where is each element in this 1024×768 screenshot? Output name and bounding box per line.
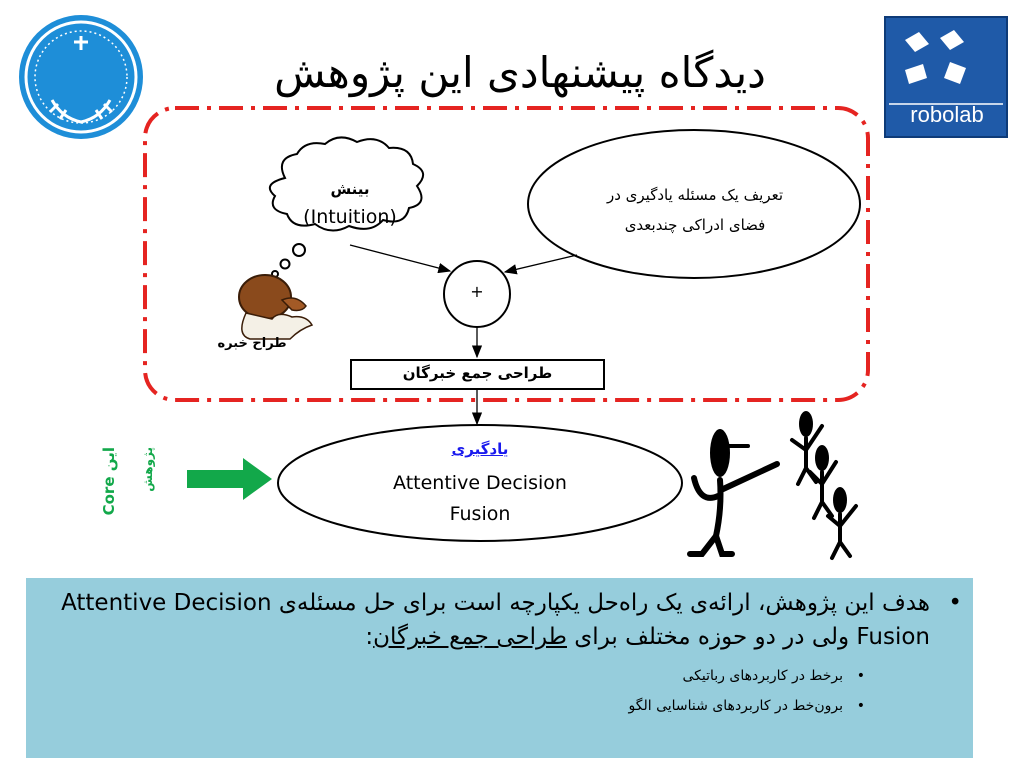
core-sub-label: پژوهش <box>141 447 155 492</box>
core-label: Core این <box>100 447 118 515</box>
sub-bullet-online: • برخط در کاربردهای رباتیکی <box>300 668 865 684</box>
sub-bullet-text: برخط در کاربردهای رباتیکی <box>300 668 843 684</box>
sub-bullet-offline: • برون‌خط در کاربردهای شناسایی الگو <box>300 698 865 714</box>
main-bullet-underlined: طراحی جمع خبرگان <box>373 624 567 650</box>
intuition-label-en: (Intuition) <box>278 206 422 228</box>
main-bullet-end: : <box>365 624 373 650</box>
slide-title: دیدگاه پیشنهادی این پژوهش <box>210 48 830 97</box>
arrow-problem-to-plus <box>505 255 577 272</box>
problem-line2: فضای ادراکی چندبعدی <box>560 210 830 240</box>
robolab-label: robolab <box>887 102 1007 128</box>
expert-caption: طراح خبره <box>212 336 292 351</box>
stick-figures <box>690 411 856 558</box>
bullet-dot: • <box>857 698 865 714</box>
problem-text: تعریف یک مسئله یادگیری در فضای ادراکی چن… <box>560 180 830 240</box>
problem-line1: تعریف یک مسئله یادگیری در <box>560 180 830 210</box>
bullet-dot: • <box>857 668 865 684</box>
main-bullet-text: هدف این پژوهش، ارائه‌ی یک راه‌حل یکپارچه… <box>40 586 930 654</box>
university-logo <box>19 15 143 139</box>
sub-bullet-text: برون‌خط در کاربردهای شناسایی الگو <box>300 698 843 714</box>
intuition-label-fa: بینش <box>290 180 410 198</box>
plus-symbol: + <box>452 282 502 301</box>
bullet-dot: • <box>948 586 962 620</box>
learning-line2: Attentive Decision <box>360 472 600 494</box>
core-arrow <box>187 458 272 500</box>
learning-link[interactable]: یادگیری <box>400 440 560 458</box>
design-box-label: طراحی جمع خبرگان <box>350 364 605 382</box>
expert-figure <box>239 275 312 339</box>
learning-line3: Fusion <box>360 503 600 525</box>
arrow-cloud-to-plus <box>350 245 450 271</box>
main-bullet: • هدف این پژوهش، ارائه‌ی یک راه‌حل یکپار… <box>40 586 962 654</box>
